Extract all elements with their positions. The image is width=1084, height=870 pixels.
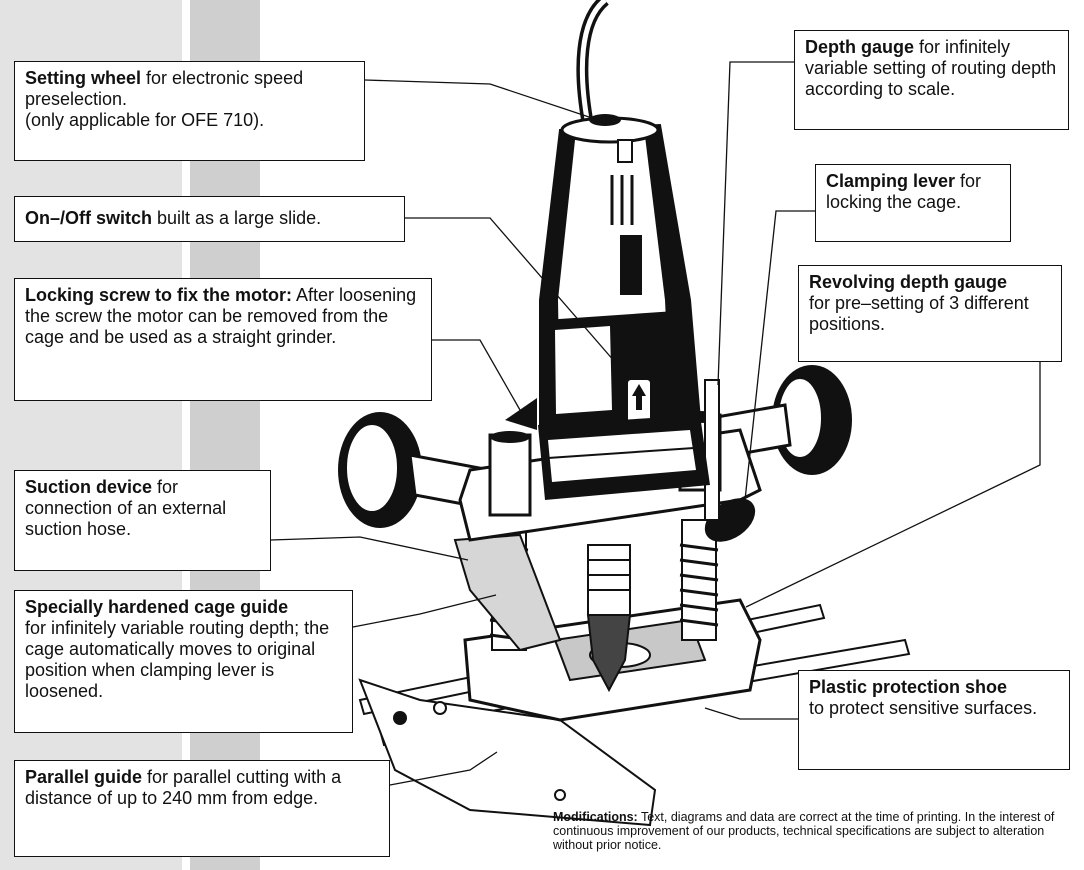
router-bit	[586, 614, 632, 693]
callout-onoff-switch-text: built as a large slide.	[152, 208, 322, 228]
callout-protection-shoe: Plastic protection shoe to protect sensi…	[798, 670, 1070, 770]
callout-locking-screw-text: After loosening the screw the motor can …	[25, 285, 417, 347]
callout-revolving-gauge-title: Revolving depth gauge	[809, 272, 1008, 292]
locking-screw-marker	[505, 398, 537, 430]
callout-clamping-lever-text: for locking the cage.	[826, 171, 982, 212]
callout-suction-device-text: for connection of an external suction ho…	[25, 477, 227, 539]
callout-revolving-gauge: Revolving depth gauge for pre–setting of…	[798, 265, 1062, 362]
callout-protection-shoe-title: Plastic protection shoe	[809, 677, 1008, 697]
callout-parallel-guide-title: Parallel guide	[25, 767, 143, 787]
callout-suction-device-title: Suction device	[25, 477, 153, 497]
callout-parallel-guide-text: for parallel cutting with a distance of …	[25, 767, 342, 808]
callout-locking-screw: Locking screw to fix the motor: After lo…	[14, 278, 432, 401]
callout-depth-gauge: Depth gauge for infinitely variable sett…	[794, 30, 1069, 130]
modifications-text: Text, diagrams and data are correct at t…	[553, 810, 1055, 852]
callout-suction-device: Suction device for connection of an exte…	[14, 470, 271, 571]
callout-depth-gauge-title: Depth gauge	[805, 37, 915, 57]
callout-revolving-gauge-text: for pre–setting of 3 different positions…	[809, 293, 1029, 334]
callout-depth-gauge-text: for infinitely variable setting of routi…	[805, 37, 1057, 99]
callout-setting-wheel-title: Setting wheel	[25, 68, 142, 88]
callout-setting-wheel-text: for electronic speed preselection. (only…	[25, 68, 304, 130]
callout-cage-guide: Specially hardened cage guide for infini…	[14, 590, 353, 733]
callout-onoff-switch: On–/Off switch built as a large slide.	[14, 196, 405, 242]
collet	[587, 544, 631, 616]
callout-clamping-lever: Clamping lever for locking the cage.	[815, 164, 1011, 242]
setting-wheel-knob	[589, 114, 621, 126]
callout-setting-wheel: Setting wheel for electronic speed prese…	[14, 61, 365, 161]
depth-gauge-rod	[704, 379, 720, 521]
modifications-label: Modifications:	[553, 810, 638, 824]
callout-clamping-lever-title: Clamping lever	[826, 171, 956, 191]
callout-onoff-switch-title: On–/Off switch	[25, 208, 153, 228]
modifications-note: Modifications: Text, diagrams and data a…	[553, 810, 1073, 852]
suction-hood	[453, 533, 562, 652]
callout-cage-guide-text: for infinitely variable routing depth; t…	[25, 618, 330, 701]
callout-cage-guide-title: Specially hardened cage guide	[25, 597, 289, 617]
callout-parallel-guide: Parallel guide for parallel cutting with…	[14, 760, 390, 857]
callout-protection-shoe-text: to protect sensitive surfaces.	[809, 698, 1038, 718]
callout-locking-screw-title: Locking screw to fix the motor:	[25, 285, 293, 305]
